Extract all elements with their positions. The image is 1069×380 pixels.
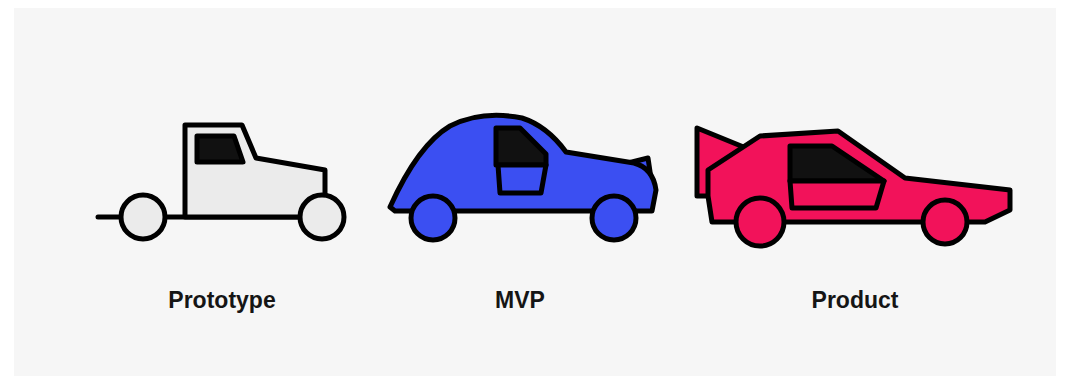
car-wheel: [411, 196, 455, 240]
stage-label: Product: [812, 287, 899, 314]
stage-label: MVP: [495, 287, 545, 314]
car-door: [498, 165, 546, 193]
car-window: [197, 136, 243, 162]
car-wheel: [592, 196, 636, 240]
stage-label: Prototype: [168, 287, 275, 314]
car-wheel: [923, 200, 967, 244]
car-wheel: [121, 195, 165, 239]
car-wheel: [736, 198, 784, 246]
car-door: [790, 181, 884, 208]
car-wheel: [300, 195, 344, 239]
car-window: [790, 146, 884, 181]
car-window: [496, 128, 546, 165]
